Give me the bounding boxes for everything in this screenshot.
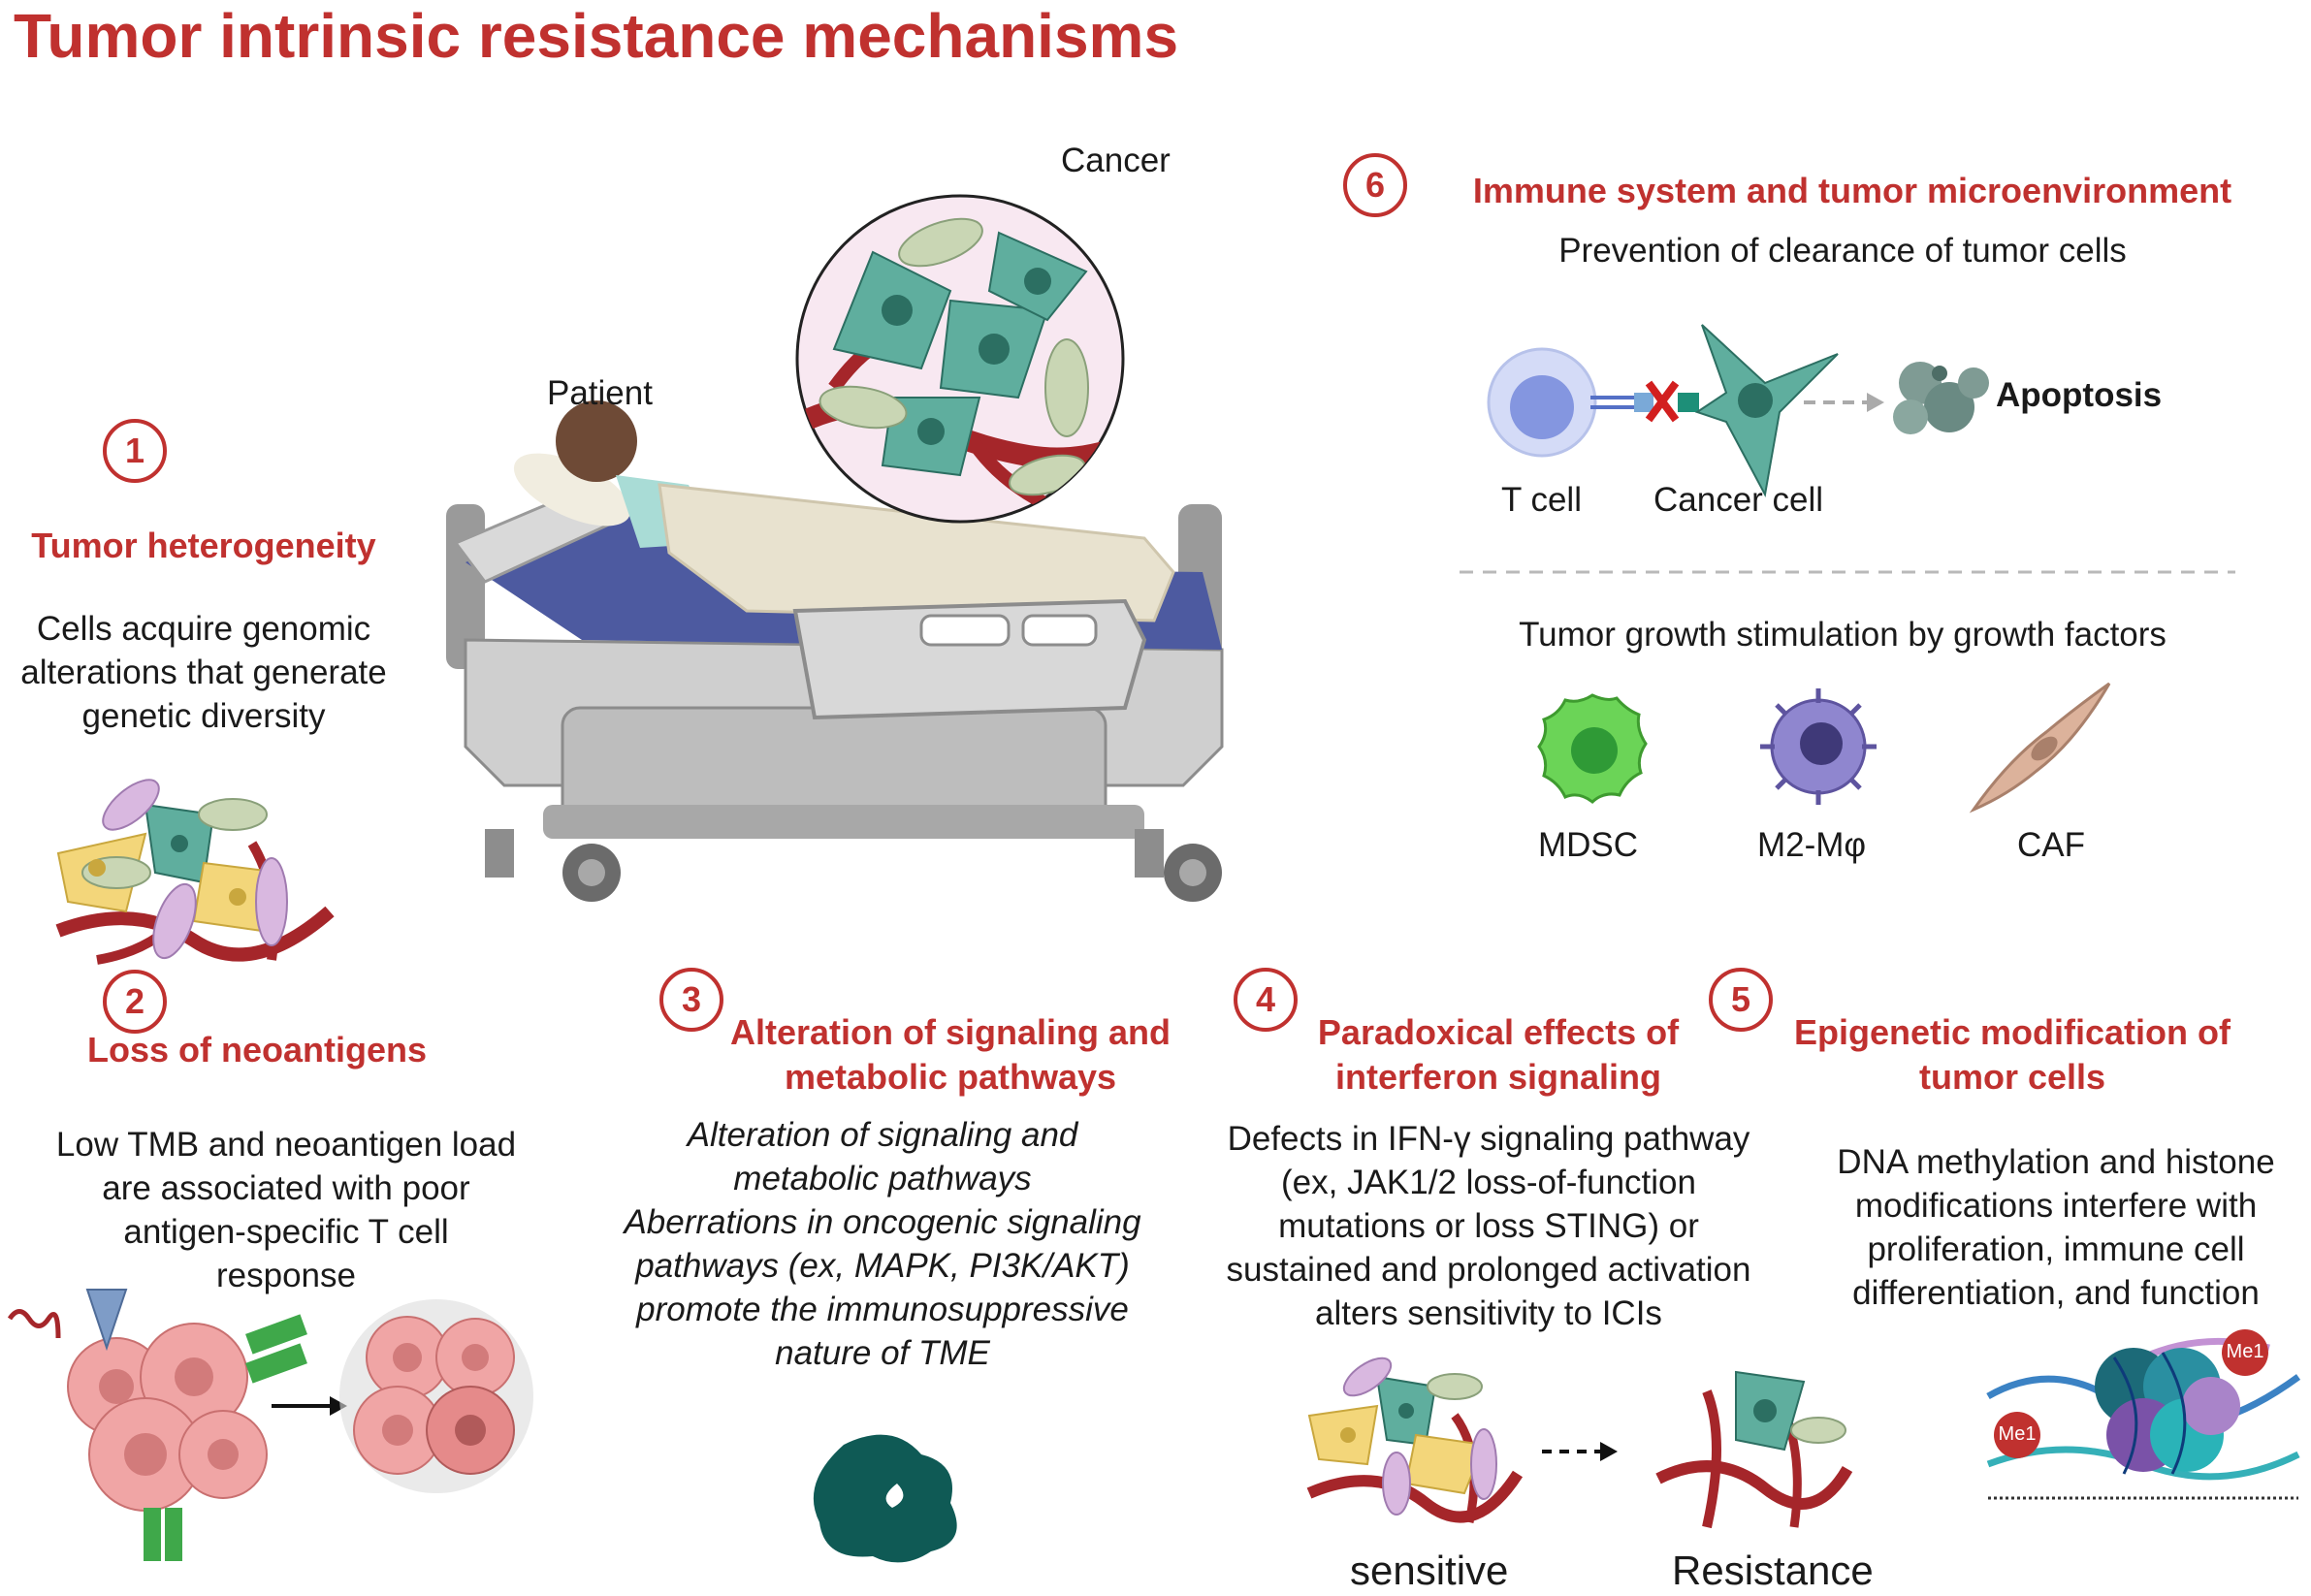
section-6-heading: Immune system and tumor microenvironment	[1472, 171, 2232, 210]
tumor-heterogeneity-illustration	[55, 779, 335, 965]
m2-macrophage-label: M2-Mφ	[1757, 826, 1867, 864]
section-6-subtitle: Prevention of clearance of tumor cells	[1558, 232, 2127, 270]
caf-icon	[1969, 682, 2111, 814]
section-2-heading: Loss of neoantigens	[86, 1030, 428, 1069]
section-6-number-badge: 6	[1343, 153, 1407, 217]
sensitive-label: sensitive	[1350, 1548, 1509, 1593]
protein-blob-illustration	[813, 1434, 957, 1563]
patient-label: Patient	[547, 374, 653, 412]
hospital-bed-illustration	[446, 400, 1224, 902]
resistance-label: Resistance	[1672, 1548, 1874, 1593]
section-6-divider	[1460, 570, 2235, 574]
mdsc-icon	[1537, 693, 1648, 804]
section-3-heading: Alteration of signaling and metabolic pa…	[729, 1012, 1171, 1097]
caf-label: CAF	[2017, 826, 2085, 864]
section-5-number-badge: 5	[1709, 968, 1773, 1032]
section-1-heading: Tumor heterogeneity	[31, 526, 376, 565]
section-3-text: Alteration of signaling and metabolic pa…	[624, 1116, 1141, 1372]
neoantigen-loss-illustration	[7, 1289, 533, 1561]
tcell-label: T cell	[1501, 481, 1582, 519]
apoptosis-label: Apoptosis	[1996, 376, 2163, 414]
dashed-arrow-icon	[1542, 1442, 1618, 1461]
m2-macrophage-icon	[1760, 688, 1877, 805]
methyl-mark-left: Me1	[1998, 1423, 2037, 1445]
methyl-mark-right: Me1	[2226, 1341, 2264, 1362]
section-4-text: Defects in IFN-γ signaling pathway (ex, …	[1226, 1120, 1751, 1332]
section-1-number-badge: 1	[103, 419, 167, 483]
section-2-number-badge: 2	[103, 970, 167, 1034]
sensitive-tumor-illustration	[1306, 1357, 1524, 1523]
nucleosome-dna-illustration	[1986, 1329, 2301, 1500]
cancer-label: Cancer	[1061, 142, 1171, 179]
cancer-magnifier-illustration	[795, 194, 1125, 524]
section-1-text: Cells acquire genomic alterations that g…	[20, 610, 387, 735]
mdsc-label: MDSC	[1538, 826, 1639, 864]
cancer-cell-label: Cancer cell	[1653, 481, 1824, 519]
section-5-text: DNA methylation and histone modification…	[1837, 1143, 2275, 1312]
section-2-text: Low TMB and neoantigen load are associat…	[55, 1126, 517, 1294]
section-3-number-badge: 3	[659, 968, 723, 1032]
page-title: Tumor intrinsic resistance mechanisms	[14, 1, 1179, 71]
section-5-heading: Epigenetic modification of tumor cells	[1793, 1012, 2231, 1097]
resistant-tumor-illustration	[1655, 1370, 1853, 1529]
tcell-cancer-interaction-illustration	[1487, 324, 1989, 498]
growth-factors-text: Tumor growth stimulation by growth facto…	[1519, 616, 2167, 654]
section-4-number-badge: 4	[1234, 968, 1298, 1032]
section-4-heading: Paradoxical effects of interferon signal…	[1317, 1012, 1680, 1097]
